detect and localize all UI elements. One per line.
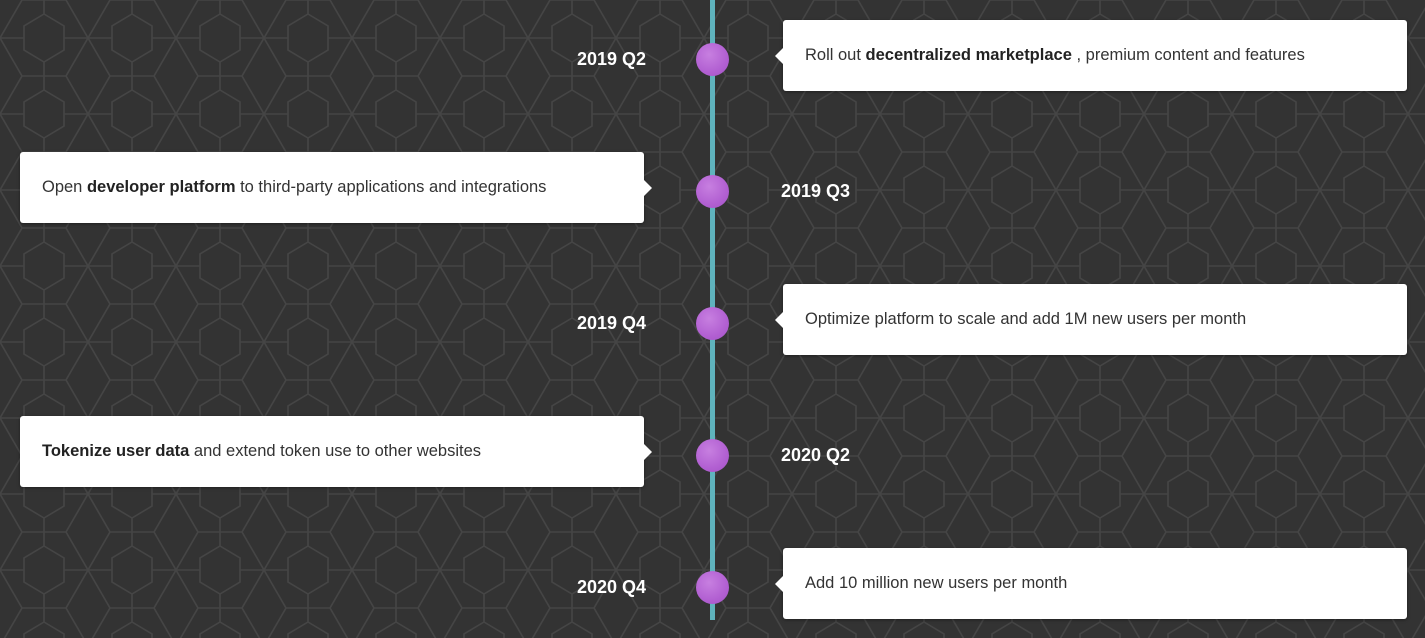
milestone-description: Add 10 million new users per month: [805, 574, 1068, 592]
milestone-highlight: decentralized marketplace: [865, 46, 1072, 64]
milestone-card: Add 10 million new users per month: [775, 548, 1407, 619]
milestone-quarter-label: 2019 Q2: [576, 49, 646, 69]
milestone-description: Optimize platform to scale and add 1M ne…: [805, 310, 1247, 328]
milestone-highlight: Tokenize user data: [42, 442, 190, 460]
milestone-dot: [696, 175, 729, 208]
milestone-quarter-label: 2019 Q4: [576, 313, 646, 333]
milestone-card: Optimize platform to scale and add 1M ne…: [775, 284, 1407, 355]
milestone-description: Open developer platform to third-party a…: [42, 178, 547, 196]
milestone-highlight: developer platform: [86, 178, 236, 196]
milestone-quarter-label: 2020 Q4: [576, 577, 646, 597]
milestone-quarter-label: 2019 Q3: [781, 181, 851, 201]
milestone-dot: [696, 43, 729, 76]
milestone-card: Tokenize user data and extend token use …: [20, 416, 652, 487]
milestone-description: Roll out decentralized marketplace , pre…: [805, 46, 1305, 64]
milestone-dot: [696, 571, 729, 604]
milestone-description: Tokenize user data and extend token use …: [42, 442, 482, 460]
milestone-card: Roll out decentralized marketplace , pre…: [775, 20, 1407, 91]
milestone-dot: [696, 307, 729, 340]
milestone-quarter-label: 2020 Q2: [781, 445, 851, 465]
milestone-card: Open developer platform to third-party a…: [20, 152, 652, 223]
milestone-dot: [696, 439, 729, 472]
